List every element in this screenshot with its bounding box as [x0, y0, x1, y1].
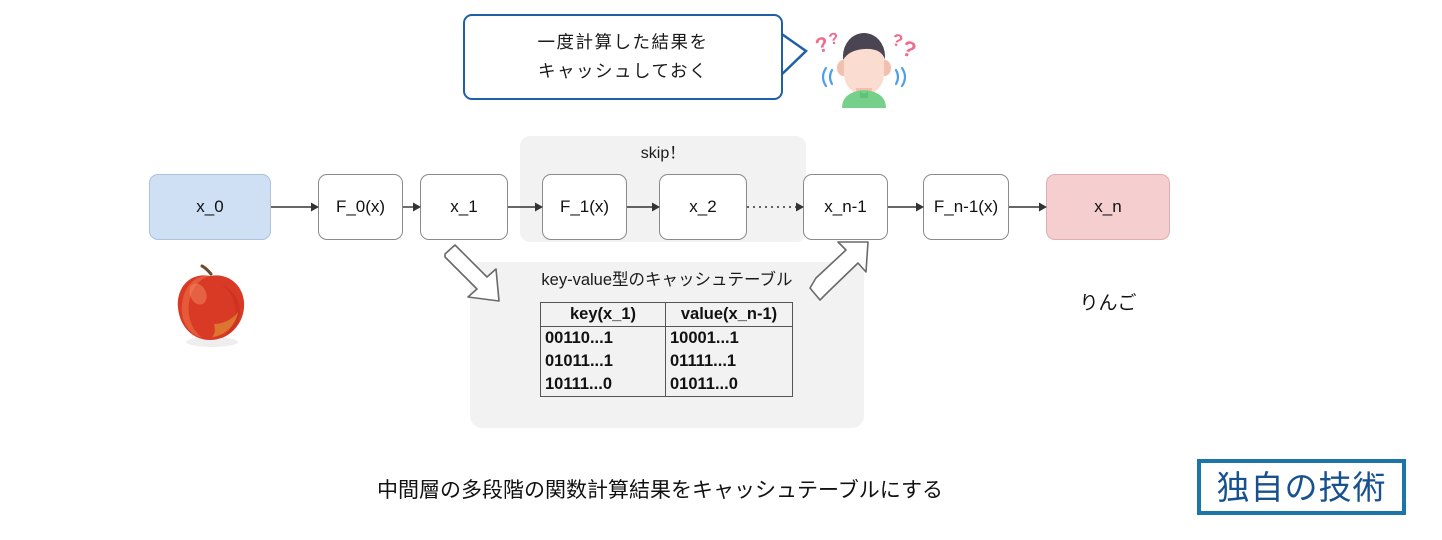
table-row: 01011...1 01111...1 [540, 350, 793, 373]
cell-value: 01011...0 [665, 373, 793, 397]
header-value: value(x_n-1) [665, 302, 793, 327]
arrow-x1-to-f1 [508, 202, 543, 212]
badge-text: 独自の技術 [1216, 468, 1387, 506]
cell-value: 01111...1 [665, 350, 793, 373]
cell-value: 10001...1 [665, 326, 793, 350]
header-key: key(x_1) [540, 302, 666, 327]
cell-key: 10111...0 [540, 373, 666, 397]
speech-bubble-line-1: 一度計算した結果を [537, 32, 709, 52]
node-f-1[interactable]: F_1(x) [542, 174, 627, 240]
table-row: 00110...1 10001...1 [540, 326, 793, 350]
node-x-n[interactable]: x_n [1046, 174, 1170, 240]
node-f-0[interactable]: F_0(x) [318, 174, 403, 240]
cell-key: 00110...1 [540, 326, 666, 350]
apple-photo [177, 264, 245, 347]
arrow-x0-to-f0 [271, 202, 319, 212]
cell-key: 01011...1 [540, 350, 666, 373]
cache-table: key(x_1) value(x_n-1) 00110...1 10001...… [540, 302, 793, 397]
bottom-caption: 中間層の多段階の関数計算結果をキャッシュテーブルにする [377, 479, 943, 502]
confused-person-icon: ? ? ? ? [813, 30, 916, 108]
node-x-0[interactable]: x_0 [149, 174, 271, 240]
svg-text:?: ? [890, 30, 905, 51]
arrow-xn1-to-fn1 [888, 202, 924, 212]
table-header-row: key(x_1) value(x_n-1) [540, 302, 793, 327]
node-f-n-1[interactable]: F_n-1(x) [923, 174, 1009, 240]
arrow-fn1-to-xn [1009, 202, 1047, 212]
table-row: 10111...0 01011...0 [540, 373, 793, 397]
hollow-arrow-up-right [809, 241, 869, 301]
arrow-f0-to-x1 [403, 202, 421, 212]
original-technology-badge: 独自の技術 [1197, 459, 1406, 515]
speech-bubble-line-2: キャッシュしておく [538, 61, 708, 81]
hollow-arrow-down-right [444, 244, 500, 302]
speech-bubble: 一度計算した結果を キャッシュしておく [463, 14, 783, 100]
node-x-2[interactable]: x_2 [659, 174, 747, 240]
skip-label: skip！ [640, 145, 686, 162]
ringo-label: りんご [1079, 293, 1137, 314]
node-x-1[interactable]: x_1 [420, 174, 508, 240]
arrow-x2-to-xn1-dotted [747, 202, 804, 212]
svg-text:?: ? [828, 30, 841, 48]
cache-table-title: key-value型のキャッシュテーブル [541, 271, 793, 289]
arrow-f1-to-x2 [627, 202, 660, 212]
node-x-n-1[interactable]: x_n-1 [803, 174, 888, 240]
